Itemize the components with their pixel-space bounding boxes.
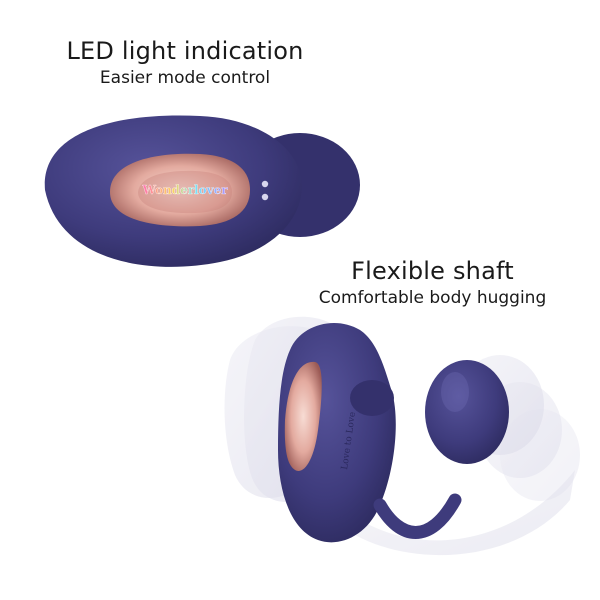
device-flex-nub <box>350 380 394 416</box>
led-indicator-icon <box>261 193 269 201</box>
flex-heading: Flexible shaft <box>351 257 514 285</box>
device-top-inner-window <box>110 153 250 227</box>
motion-ghosts <box>224 316 580 556</box>
device-flex-inner-window <box>284 361 322 471</box>
device-flex-egg <box>425 360 509 464</box>
device-top-view: Wonderlover <box>44 115 360 267</box>
device-flex-view: Love to Love <box>224 316 580 556</box>
flex-subheading: Comfortable body hugging <box>318 288 547 308</box>
device-flex-shaft <box>373 493 462 539</box>
device-logo: Wonderlover <box>141 183 228 197</box>
led-caption: LED light indication Easier mode control <box>50 36 320 90</box>
led-heading: LED light indication <box>66 37 304 65</box>
led-indicator-icon <box>261 180 269 188</box>
led-subheading: Easier mode control <box>99 68 271 88</box>
flex-caption: Flexible shaft Comfortable body hugging <box>290 256 575 310</box>
